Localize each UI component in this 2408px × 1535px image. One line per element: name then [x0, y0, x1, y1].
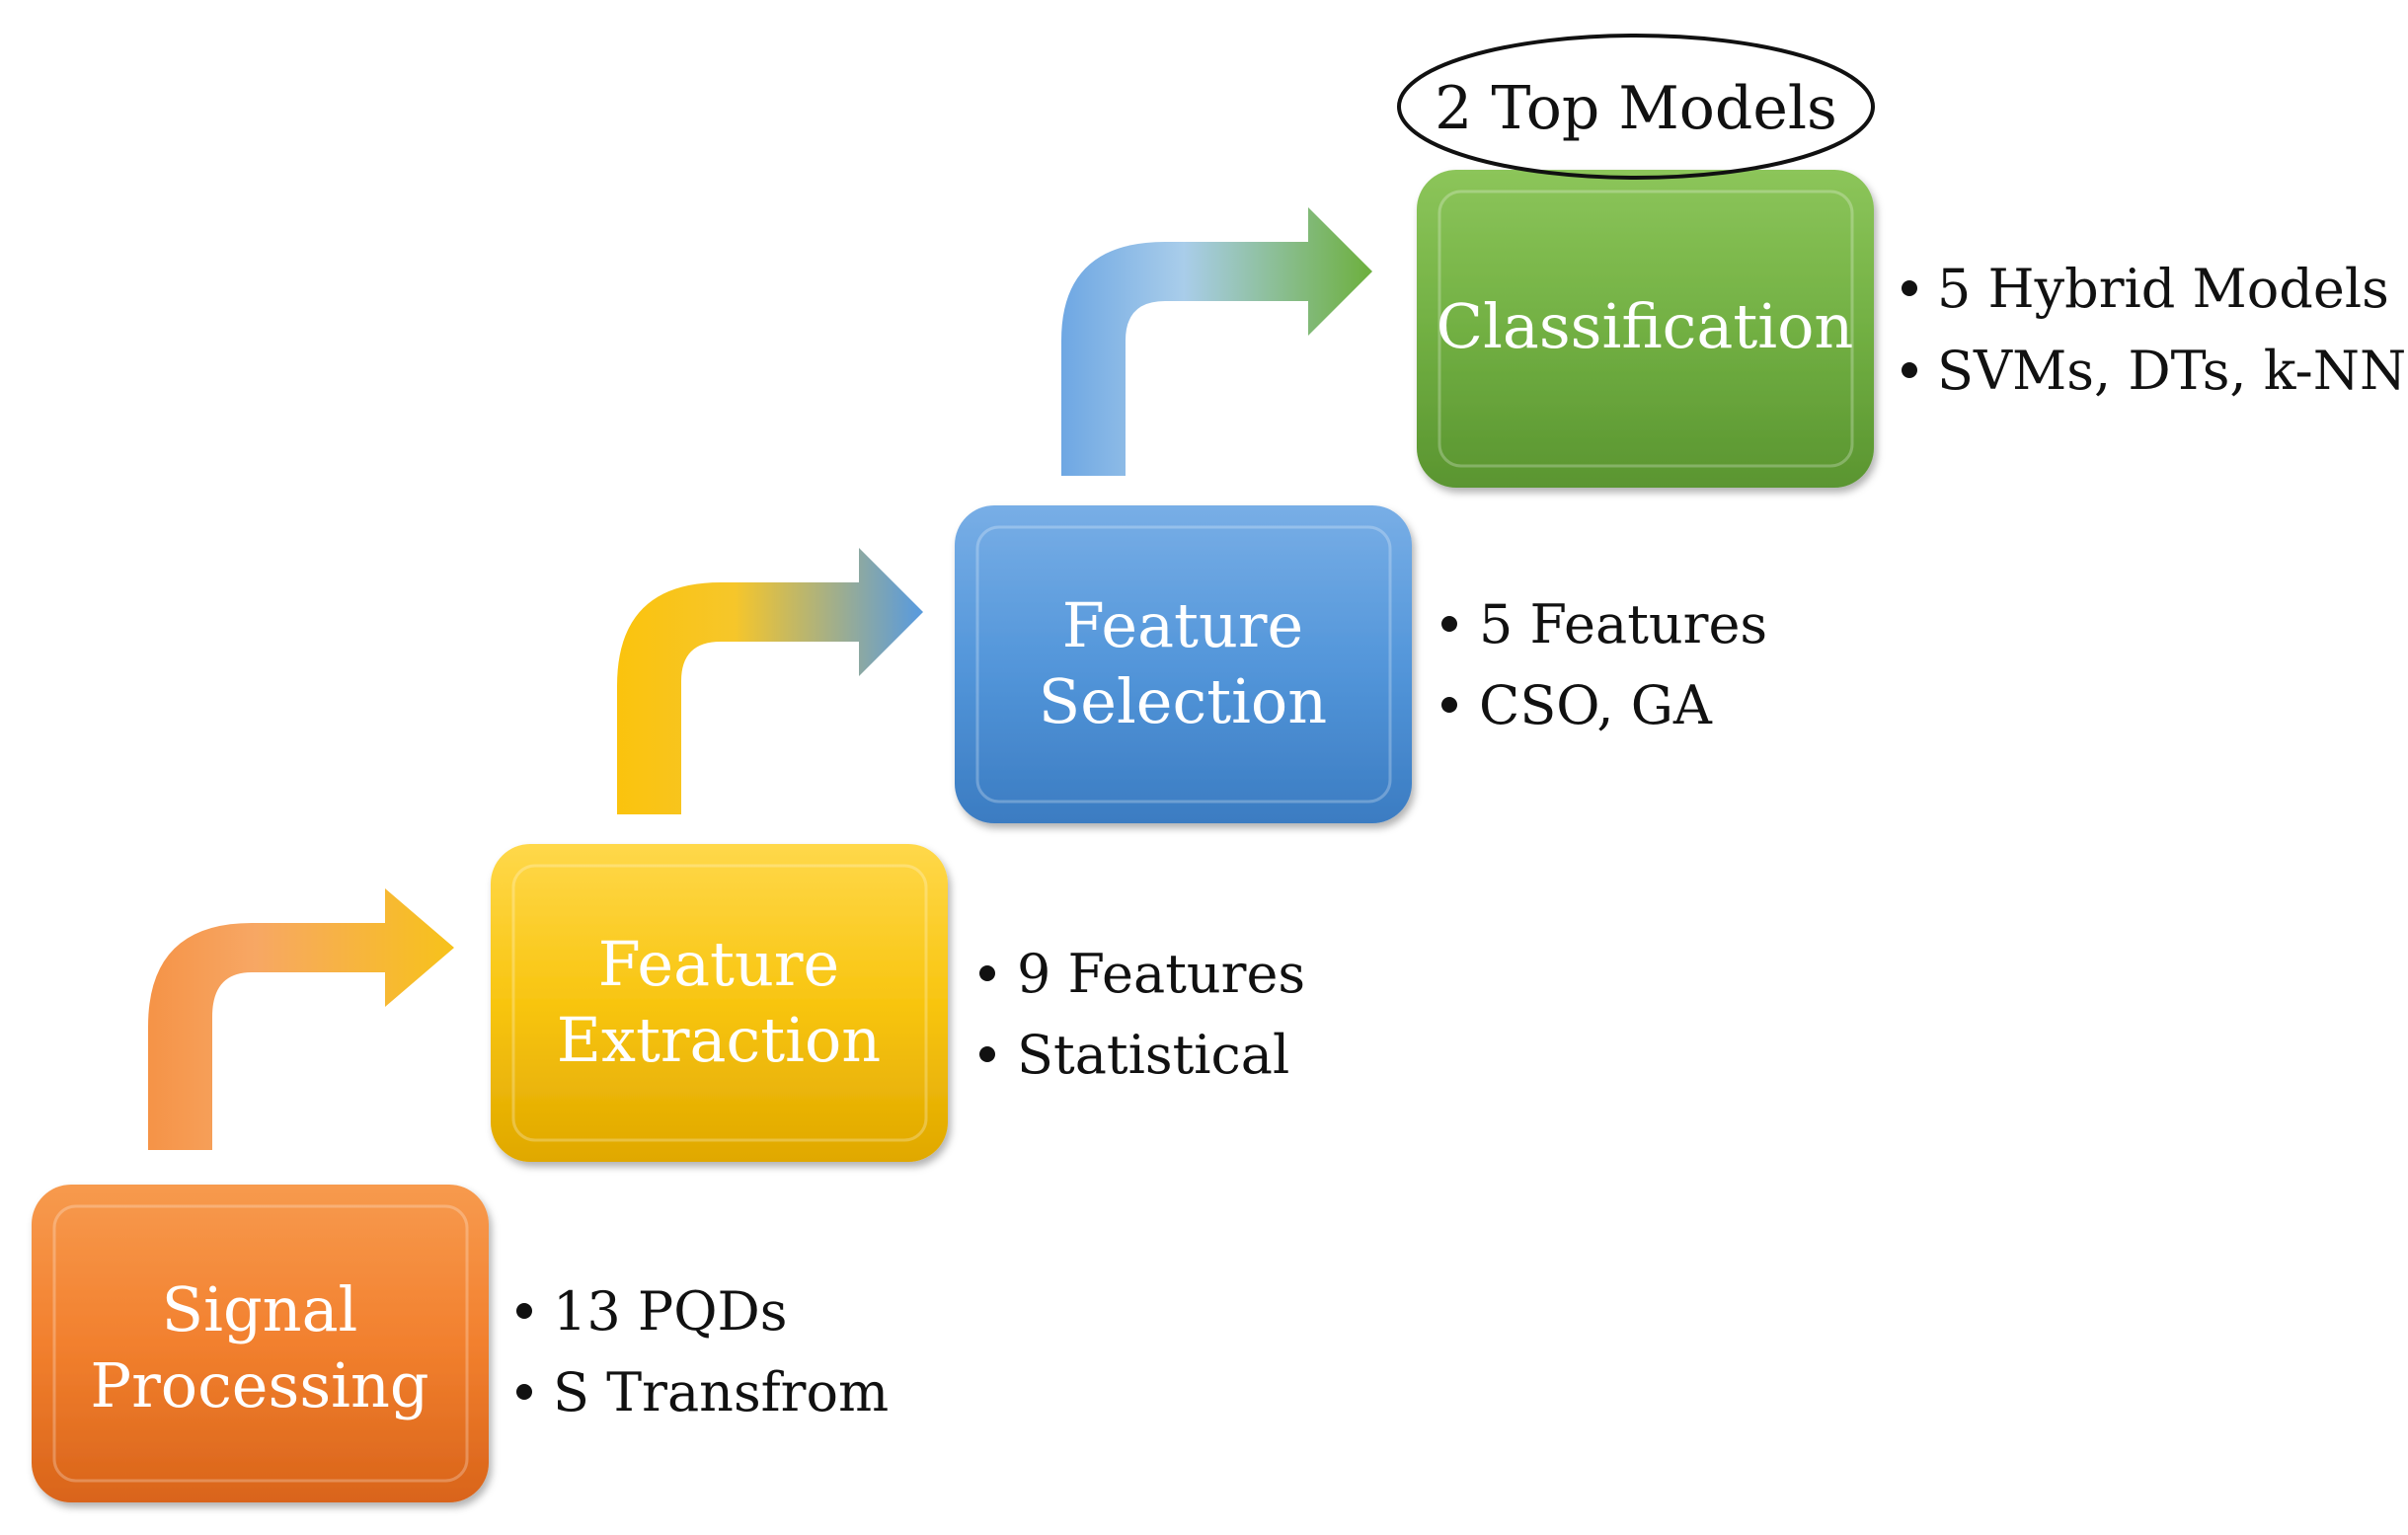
bullet-list-classification: 5 Hybrid Models SVMs, DTs, k-NN — [1902, 258, 2406, 402]
stage-label: Classification — [1437, 290, 1854, 362]
bullet-item: 9 Features — [1017, 943, 1305, 1005]
bullet-item: S Transfrom — [553, 1361, 889, 1423]
top-models-label: 2 Top Models — [1435, 74, 1837, 143]
stage-label: Selection — [1039, 665, 1327, 737]
stage-feature-selection — [955, 505, 1412, 823]
stage-label: Feature — [1062, 589, 1303, 661]
bullet-item: 5 Hybrid Models — [1937, 258, 2389, 320]
bullet-list-feature-extraction: 9 Features Statistical — [979, 943, 1305, 1086]
stage-box-inner — [511, 864, 928, 1142]
bullet-dot — [979, 1046, 995, 1062]
bullet-dot — [1441, 697, 1457, 713]
bullet-item: Statistical — [1017, 1024, 1289, 1086]
stage-box — [1417, 170, 1874, 488]
bullet-dot — [979, 965, 995, 981]
bullet-dot — [516, 1384, 532, 1400]
arrow-extraction-to-selection — [617, 548, 923, 814]
bullet-dot — [1902, 280, 1917, 296]
stage-label: Extraction — [557, 1004, 881, 1076]
stage-box-inner — [1437, 190, 1854, 468]
stage-signal-processing — [32, 1185, 489, 1502]
arrow-signal-to-extraction — [148, 888, 454, 1150]
bullet-list-signal-processing: 13 PQDs S Transfrom — [516, 1280, 889, 1423]
top-models-ellipse — [1397, 34, 1875, 180]
stage-box — [32, 1185, 489, 1502]
stage-label: Feature — [598, 928, 839, 1000]
stage-box-inner — [975, 525, 1392, 804]
stage-box — [491, 844, 948, 1162]
bullet-item: CSO, GA — [1479, 674, 1713, 736]
bullet-dot — [516, 1303, 532, 1319]
bullet-dot — [1902, 362, 1917, 378]
stage-box — [955, 505, 1412, 823]
stage-box-inner — [52, 1204, 469, 1483]
stage-label: Signal — [162, 1273, 358, 1345]
arrow-selection-to-classification — [1061, 207, 1372, 476]
bullet-dot — [1441, 616, 1457, 632]
bullet-list-feature-selection: 5 Features CSO, GA — [1441, 593, 1767, 736]
stage-label: Processing — [90, 1349, 428, 1421]
stage-feature-extraction — [491, 844, 948, 1162]
bullet-item: 5 Features — [1479, 593, 1767, 655]
stage-classification — [1417, 170, 1874, 488]
bullet-item: 13 PQDs — [553, 1280, 788, 1343]
bullet-item: SVMs, DTs, k-NN — [1937, 340, 2406, 402]
